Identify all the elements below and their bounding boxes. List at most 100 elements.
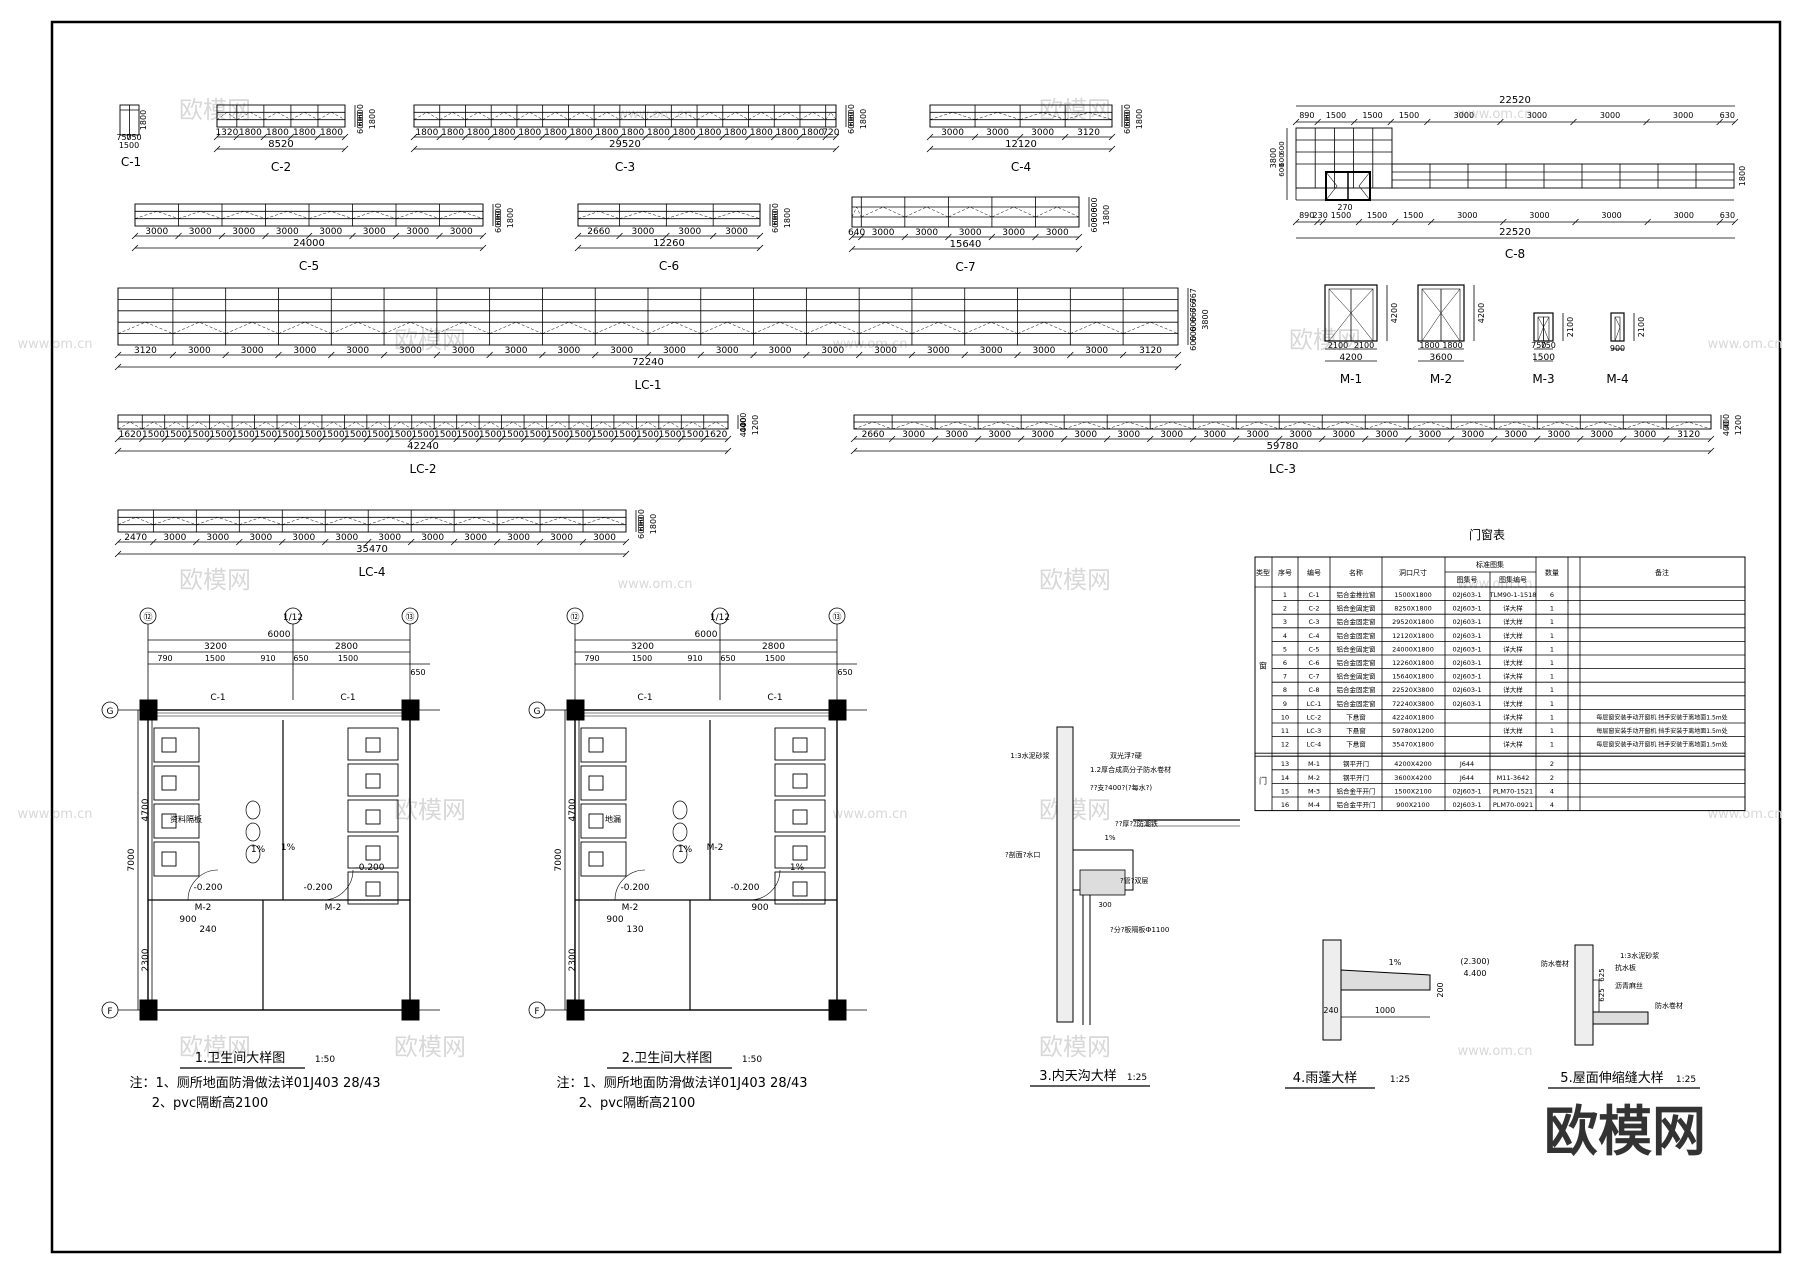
open-mark: [395, 211, 440, 219]
dim-total: 3600: [1430, 353, 1453, 363]
dim-text: 3000: [505, 346, 528, 356]
schedule-cell: 下悬窗: [1346, 726, 1366, 735]
dim-text: 3000: [593, 533, 616, 543]
dim-text: 3000: [1529, 211, 1549, 220]
schedule-cell: 16: [1281, 801, 1289, 809]
schedule-cell: 详大样: [1503, 712, 1523, 721]
dim-text: 6000: [268, 630, 291, 640]
dim-text: 4700: [568, 798, 578, 821]
dim-tick: [213, 133, 221, 141]
dim-tick: [1387, 118, 1395, 126]
open-mark: [352, 211, 397, 219]
dim-text: 3000: [1600, 111, 1620, 120]
schedule-note: 每层窗安装手动开窗机 挡手安装于离地面1.5m处: [1596, 713, 1727, 721]
open-mark: [263, 112, 292, 120]
axis-label: 1/12: [283, 613, 303, 623]
detail-note: ?管?双层: [1120, 876, 1148, 885]
dim-text: 3000: [163, 533, 186, 543]
open-mark: [454, 517, 498, 525]
dim-text: 1500: [1326, 111, 1346, 120]
dim-tick: [709, 232, 717, 240]
open-mark: [321, 421, 345, 430]
dim-text: 3000: [941, 128, 964, 138]
open-mark: [413, 112, 440, 120]
watermark-url: www.om.cn: [18, 337, 93, 352]
dim-tick: [386, 435, 393, 443]
detail-title: 5.屋面伸缩缝大样: [1560, 1070, 1663, 1086]
plan-label: -0.200: [620, 883, 649, 893]
dim-text: 1800: [441, 128, 464, 138]
dim-tick: [487, 133, 495, 141]
detail-note: 抗水板: [1615, 963, 1636, 972]
dim-text: 1800: [320, 128, 343, 138]
dim-text: 3000: [452, 346, 475, 356]
open-mark: [117, 421, 143, 430]
dim-text: 910: [260, 654, 275, 663]
dim-tick: [1662, 435, 1670, 443]
axis-label: ⑫: [143, 612, 152, 623]
dim-tick: [539, 351, 546, 359]
dim-tick: [228, 435, 236, 443]
open-mark: [456, 421, 480, 430]
plan-label: M-2: [325, 903, 342, 913]
dim-text: 1500: [591, 430, 614, 440]
detail-note: 300: [1098, 901, 1111, 909]
schedule-cell: 10: [1281, 713, 1289, 721]
open-mark: [1365, 421, 1409, 430]
dim-tick: [1355, 218, 1363, 226]
dim-tick: [131, 232, 139, 240]
schedule-cell: C-3: [1308, 618, 1319, 626]
open-mark: [774, 112, 801, 120]
schedule-cell: LC-3: [1307, 727, 1322, 735]
toilet-fixture: [588, 737, 604, 753]
dim-tick: [1067, 351, 1074, 359]
side-dim-text: 400: [1722, 421, 1731, 436]
schedule-cell: M-3: [1308, 787, 1320, 795]
watermark-url: www.om.cn: [18, 807, 93, 822]
dim-tick: [430, 435, 438, 443]
dim-text: 3000: [249, 533, 272, 543]
open-mark: [1358, 171, 1371, 201]
dim-text: 1500: [659, 430, 682, 440]
dim-text: 1800: [415, 128, 438, 138]
plan-note: 2、pvc隔断高2100: [152, 1095, 268, 1111]
dim-tick: [498, 435, 505, 443]
dim-tick: [114, 538, 122, 546]
door-swing-mark: [1350, 288, 1374, 342]
dim-text: 1800: [266, 128, 289, 138]
toilet-fixture: [365, 881, 381, 897]
dim-tick: [1314, 118, 1321, 126]
dim-text: 1500: [277, 430, 300, 440]
open-mark: [568, 421, 592, 430]
watermark-text: 欧模网: [394, 796, 466, 824]
dim-tick: [380, 351, 388, 359]
window-frame: [577, 203, 761, 227]
dim-tick: [341, 145, 349, 153]
dim-text: 3000: [363, 227, 386, 237]
door-swing: [187, 869, 219, 901]
schedule-header: 标准图集: [1476, 560, 1504, 569]
schedule-cell: 1: [1550, 727, 1554, 735]
dim-tick: [175, 232, 182, 240]
dim-text: 2800: [335, 642, 358, 652]
open-mark: [1123, 321, 1179, 334]
side-dim-text: 1800: [1135, 109, 1144, 129]
dim-text: 3000: [378, 533, 401, 543]
schedule-cell: 1: [1550, 632, 1554, 640]
dim-text: 4700: [141, 798, 151, 821]
side-dim-text: 1200: [751, 415, 760, 435]
open-mark: [331, 321, 385, 334]
side-dim-text: 2100: [1637, 317, 1646, 337]
window-label: C-8: [1505, 247, 1525, 261]
dim-tick: [908, 351, 916, 359]
dim-tick: [700, 435, 708, 443]
dim-tick: [1572, 218, 1579, 226]
dim-text: 3000: [1332, 430, 1355, 440]
plan-label: 1%: [790, 863, 805, 873]
dim-tick: [462, 133, 469, 141]
schedule-cell: 钢平开门: [1343, 759, 1369, 768]
dim-text: 1800: [1442, 341, 1462, 350]
